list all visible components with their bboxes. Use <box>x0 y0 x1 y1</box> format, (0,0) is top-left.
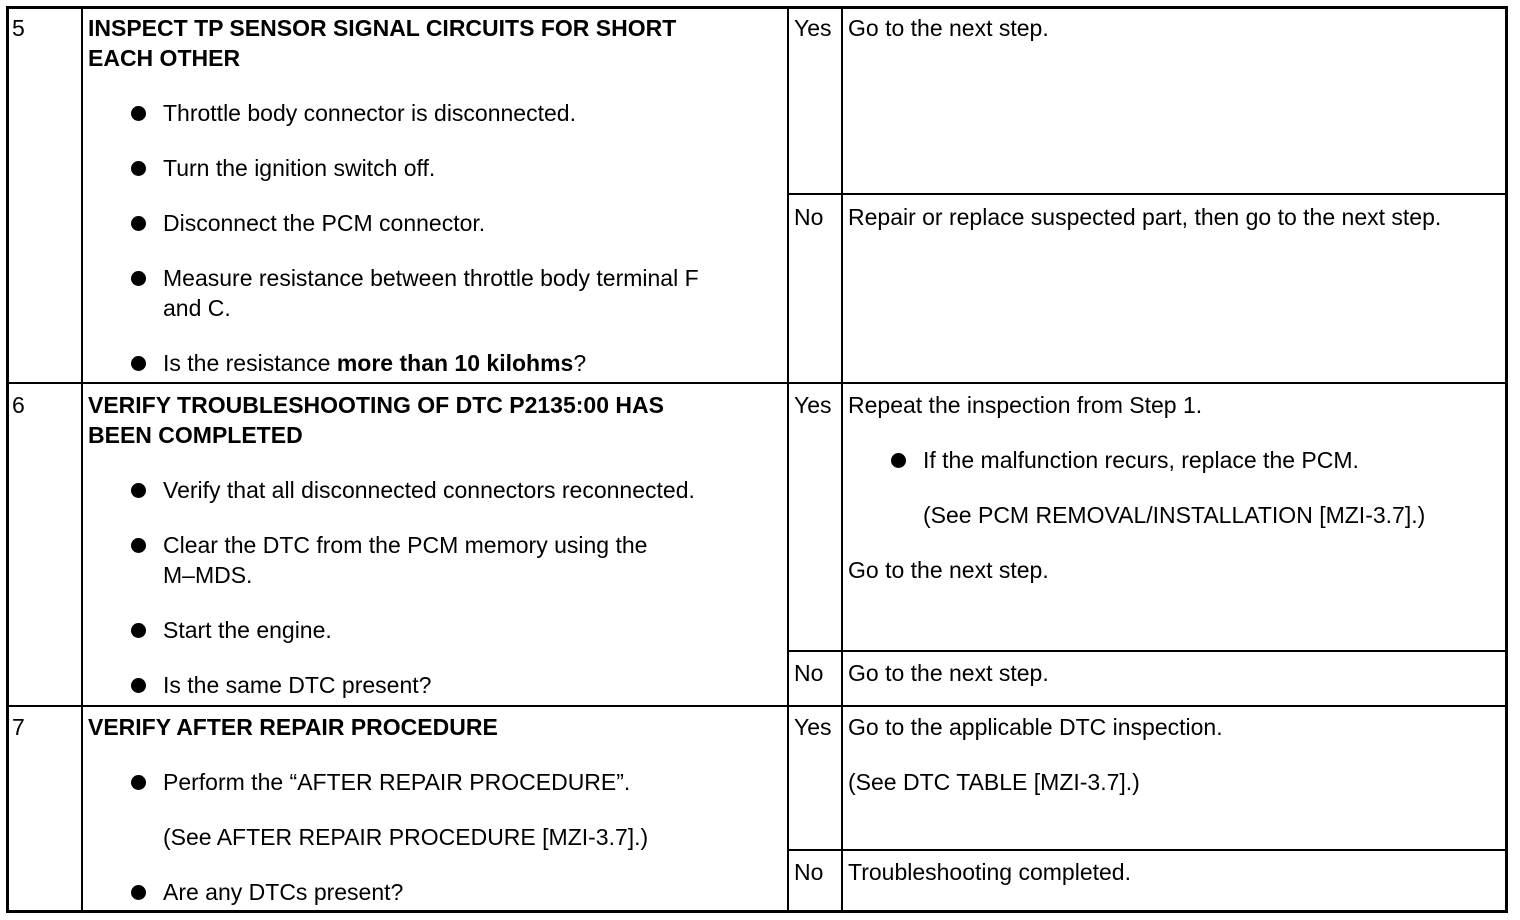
table-border-bottom <box>6 910 1508 913</box>
action-item: Verify that all disconnected connectors … <box>163 477 695 503</box>
yes-no-divider-5 <box>787 193 1507 195</box>
bullet-icon <box>131 216 146 231</box>
bullet-icon <box>131 678 146 693</box>
no-result: Repair or replace suspected part, then g… <box>848 204 1442 230</box>
yes-result: Repeat the inspection from Step 1. <box>848 392 1203 418</box>
bullet-icon <box>131 161 146 176</box>
table-border-left <box>6 6 9 913</box>
bullet-icon <box>131 483 146 498</box>
yes-label: Yes <box>794 714 832 740</box>
bullet-icon <box>131 623 146 638</box>
no-label: No <box>794 204 824 230</box>
reference-link[interactable]: (See PCM REMOVAL/INSTALLATION [MZI-3.7].… <box>923 502 1426 528</box>
yes-no-divider-6 <box>787 650 1507 652</box>
no-label: No <box>794 859 824 885</box>
action-question: Is the same DTC present? <box>163 672 432 698</box>
action-item: Turn the ignition switch off. <box>163 155 436 181</box>
yes-label: Yes <box>794 15 832 41</box>
question-mark: ? <box>573 350 587 376</box>
action-question: Are any DTCs present? <box>163 879 404 905</box>
row-divider-5-6 <box>6 382 1508 384</box>
bullet-icon <box>131 538 146 553</box>
yes-result: Go to the applicable DTC inspection. <box>848 714 1223 740</box>
yes-result-item: If the malfunction recurs, replace the P… <box>923 447 1359 473</box>
column-divider-step <box>81 6 83 913</box>
bullet-icon <box>131 885 146 900</box>
step-title: EACH OTHER <box>88 45 241 71</box>
column-divider-result <box>841 6 843 913</box>
action-item: Clear the DTC from the PCM memory using … <box>163 532 648 558</box>
step-number: 5 <box>12 15 25 41</box>
bullet-icon <box>131 271 146 286</box>
no-label: No <box>794 660 824 686</box>
bullet-icon <box>131 106 146 121</box>
bullet-icon <box>131 356 146 371</box>
step-title: VERIFY AFTER REPAIR PROCEDURE <box>88 714 498 740</box>
step-title: INSPECT TP SENSOR SIGNAL CIRCUITS FOR SH… <box>88 15 677 41</box>
yes-no-divider-7 <box>787 849 1507 851</box>
reference-link[interactable]: (See AFTER REPAIR PROCEDURE [MZI-3.7].) <box>163 824 649 850</box>
action-item: Disconnect the PCM connector. <box>163 210 486 236</box>
bullet-icon <box>131 775 146 790</box>
action-item: Start the engine. <box>163 617 332 643</box>
table-border-top <box>6 6 1508 9</box>
action-item-continued: and C. <box>163 295 231 321</box>
table-border-right <box>1505 6 1508 913</box>
row-divider-6-7 <box>6 705 1508 707</box>
reference-link[interactable]: (See DTC TABLE [MZI-3.7].) <box>848 769 1140 795</box>
step-title: BEEN COMPLETED <box>88 422 303 448</box>
step-title: VERIFY TROUBLESHOOTING OF DTC P2135:00 H… <box>88 392 664 418</box>
question-threshold: more than 10 kilohms <box>336 350 574 376</box>
action-item-continued: M–MDS. <box>163 562 253 588</box>
action-item: Throttle body connector is disconnected. <box>163 100 576 126</box>
bullet-icon <box>891 453 906 468</box>
action-question: Is the resistance more than 10 kilohms? <box>163 348 586 378</box>
yes-result-next: Go to the next step. <box>848 557 1049 583</box>
step-number: 6 <box>12 392 25 418</box>
action-item: Perform the “AFTER REPAIR PROCEDURE”. <box>163 769 631 795</box>
column-divider-action <box>787 6 789 913</box>
no-result: Go to the next step. <box>848 660 1049 686</box>
step-number: 7 <box>12 714 25 740</box>
yes-label: Yes <box>794 392 832 418</box>
question-text: Is the resistance <box>163 350 337 376</box>
no-result: Troubleshooting completed. <box>848 859 1131 885</box>
yes-result: Go to the next step. <box>848 15 1049 41</box>
action-item: Measure resistance between throttle body… <box>163 265 699 291</box>
